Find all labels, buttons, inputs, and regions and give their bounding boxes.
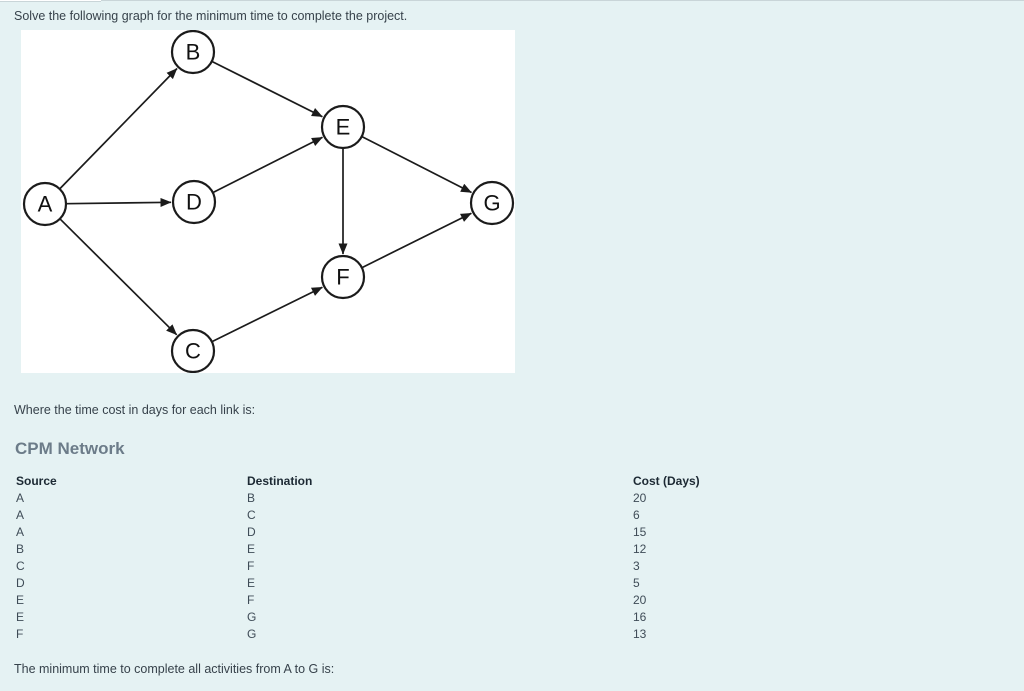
table-cell: A xyxy=(16,525,25,539)
node-F xyxy=(320,254,366,300)
table-cell: 5 xyxy=(633,576,640,590)
cpm-graph-svg: A B C D E F G xyxy=(22,30,515,373)
table-cell: 13 xyxy=(633,627,647,641)
table-cell: 12 xyxy=(633,542,647,556)
table-row: C F 3 xyxy=(16,558,753,575)
node-label-G: G xyxy=(483,191,500,216)
edge-C-F xyxy=(211,286,323,343)
node-label-F: F xyxy=(336,265,349,290)
table-cell: C xyxy=(247,508,256,522)
table-row: F G 13 xyxy=(16,626,753,643)
node-C xyxy=(170,328,216,373)
node-B xyxy=(170,30,216,75)
node-label-D: D xyxy=(186,190,202,215)
table-cell: 15 xyxy=(633,525,647,539)
table-cell: D xyxy=(247,525,256,539)
table-row: D E 5 xyxy=(16,575,753,592)
table-cell: A xyxy=(16,508,25,522)
table-cell: B xyxy=(16,542,25,556)
table-cell: F xyxy=(247,593,255,607)
table-row: B E 12 xyxy=(16,541,753,558)
table-cell: 6 xyxy=(633,508,640,522)
edge-E-G xyxy=(361,135,472,194)
node-G xyxy=(469,180,515,226)
edge-B-E xyxy=(211,60,323,118)
node-label-C: C xyxy=(185,339,201,364)
minimum-time-question: The minimum time to complete all activit… xyxy=(14,662,335,676)
table-row: E F 20 xyxy=(16,592,753,609)
table-cell: E xyxy=(16,610,25,624)
cpm-network-heading: CPM Network xyxy=(15,439,125,458)
column-header: Source xyxy=(16,474,57,488)
edge-A-C xyxy=(59,218,178,336)
table-cell: A xyxy=(16,491,25,505)
table-row: E G 16 xyxy=(16,609,753,626)
node-D xyxy=(171,179,217,225)
table-cell: C xyxy=(16,559,25,573)
cpm-graph-panel: A B C D E F G xyxy=(21,30,515,373)
table-cell: F xyxy=(16,627,24,641)
top-edge-tab-remnant xyxy=(0,0,101,2)
table-cell: F xyxy=(247,559,255,573)
edge-A-D xyxy=(65,197,172,207)
table-cell: 16 xyxy=(633,610,647,624)
table-row: A D 15 xyxy=(16,524,753,541)
node-E xyxy=(320,104,366,150)
table-cell: G xyxy=(247,610,257,624)
where-text: Where the time cost in days for each lin… xyxy=(14,403,256,417)
table-cell: G xyxy=(247,627,257,641)
cpm-table-header-row: Source Destination Cost (Days) xyxy=(16,473,753,490)
table-cell: B xyxy=(247,491,256,505)
edge-F-G xyxy=(361,212,472,269)
node-A xyxy=(22,181,68,227)
table-cell: 3 xyxy=(633,559,640,573)
node-label-E: E xyxy=(336,115,351,140)
node-label-A: A xyxy=(38,192,53,217)
top-edge-line xyxy=(0,0,1024,1)
node-label-B: B xyxy=(186,40,201,65)
table-cell: D xyxy=(16,576,25,590)
table-cell: E xyxy=(16,593,25,607)
edge-D-E xyxy=(212,136,323,194)
table-cell: E xyxy=(247,576,256,590)
edge-A-B xyxy=(58,67,178,190)
table-cell: 20 xyxy=(633,491,647,505)
column-header: Destination xyxy=(247,474,313,488)
question-prompt: Solve the following graph for the minimu… xyxy=(14,9,408,23)
column-header: Cost (Days) xyxy=(633,474,700,488)
table-cell: 20 xyxy=(633,593,647,607)
table-cell: E xyxy=(247,542,256,556)
table-row: A C 6 xyxy=(16,507,753,524)
table-row: A B 20 xyxy=(16,490,753,507)
